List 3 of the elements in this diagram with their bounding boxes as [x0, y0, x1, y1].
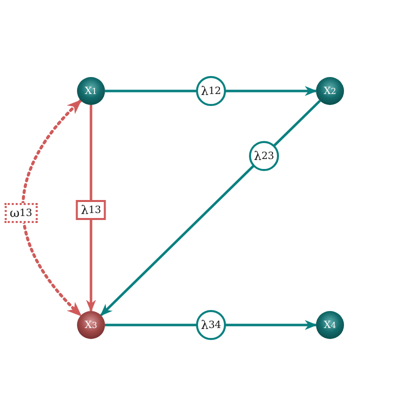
arrow: [100, 100, 321, 316]
arrow: [21, 99, 82, 317]
arrow: [86, 105, 96, 312]
